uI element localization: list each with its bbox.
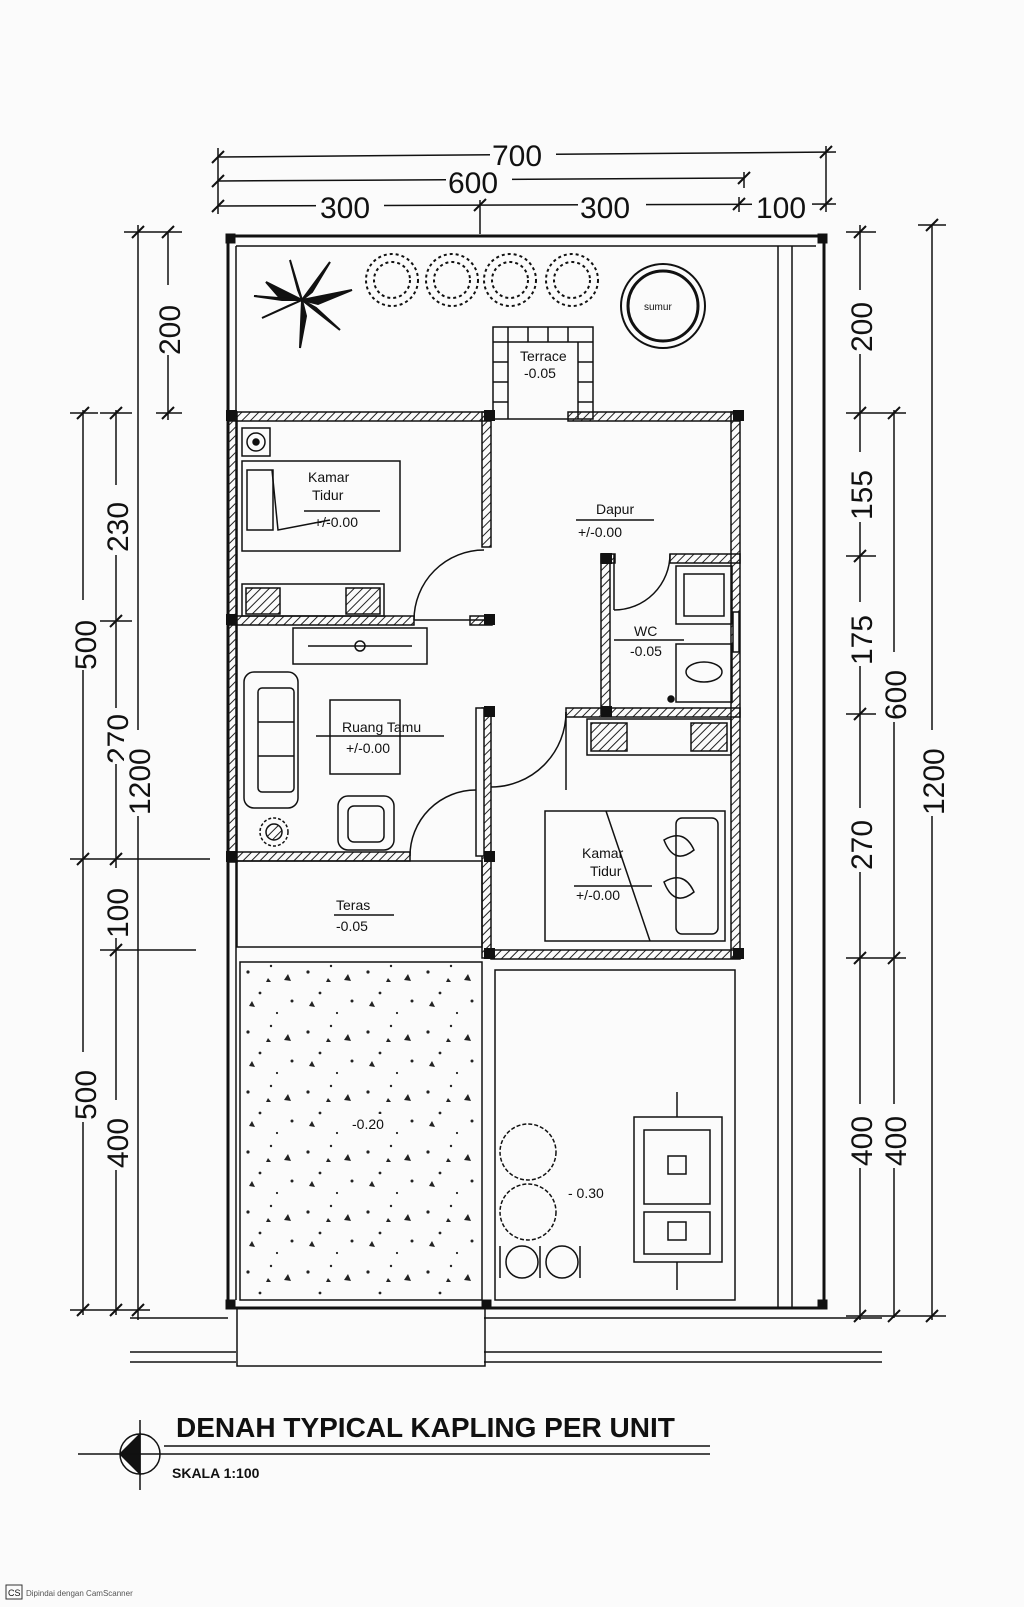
porch-level: -0.05 <box>336 918 368 934</box>
bedroom1-level: +/-0.00 <box>314 514 358 530</box>
house-walls <box>226 410 744 960</box>
dim-left-400: 400 <box>102 1118 135 1168</box>
terrace-level: -0.05 <box>524 365 556 381</box>
carport-area <box>494 969 736 1301</box>
dim-inner-width: 600 <box>448 167 498 200</box>
bedroom1-furniture <box>241 427 401 617</box>
bedroom2-label-line2: Tidur <box>590 863 622 879</box>
dimension-labels: 700 600 300 300 100 200 500 230 270 1200… <box>70 138 951 1170</box>
bedroom1-label-line2: Tidur <box>312 487 344 503</box>
dim-mid-300: 300 <box>580 192 630 225</box>
drawing-title: DENAH TYPICAL KAPLING PER UNIT <box>176 1412 675 1443</box>
well-label: sumur <box>644 302 672 313</box>
garden-level: -0.20 <box>352 1116 384 1132</box>
shrubs <box>365 253 599 307</box>
porch-label: Teras <box>336 897 370 913</box>
kitchen-level: +/-0.00 <box>578 524 622 540</box>
dim-left-230: 230 <box>102 502 135 552</box>
dim-right-400-inner: 400 <box>846 1116 879 1166</box>
dim-right-600: 600 <box>880 670 913 720</box>
bedroom1-label-line1: Kamar <box>308 469 350 485</box>
dim-right-200: 200 <box>846 302 879 352</box>
dimension-lines <box>70 146 946 1320</box>
north-arrow-icon <box>78 1420 710 1490</box>
palm-plant <box>253 259 353 349</box>
dim-left-200: 200 <box>154 305 187 355</box>
road-lines <box>130 1307 882 1367</box>
dim-right-1200: 1200 <box>918 748 951 815</box>
doors <box>409 549 671 857</box>
wc-fixtures <box>667 565 733 703</box>
dim-left-500-upper: 500 <box>70 620 103 670</box>
living-furniture <box>243 627 444 851</box>
dim-left-1200: 1200 <box>124 748 157 815</box>
dimension-ticks <box>76 145 939 1323</box>
bedroom2-furniture <box>544 718 732 942</box>
svg-text:CS: CS <box>8 1588 21 1598</box>
kitchen-label: Dapur <box>596 501 634 517</box>
dim-left-300: 300 <box>320 192 370 225</box>
well: sumur <box>620 263 706 349</box>
dim-left-100: 100 <box>102 888 135 938</box>
wc-level: -0.05 <box>630 643 662 659</box>
dim-left-500-lower: 500 <box>70 1070 103 1120</box>
dim-right-270: 270 <box>846 820 879 870</box>
dim-right-155: 155 <box>846 470 879 520</box>
drawing-scale: SKALA 1:100 <box>172 1465 260 1481</box>
dim-right-400-outer: 400 <box>880 1116 913 1166</box>
dim-right-175: 175 <box>846 615 879 665</box>
terrace-label: Terrace <box>520 348 567 364</box>
dim-right-100: 100 <box>756 192 806 225</box>
camscanner-badge: CS <box>5 1584 23 1600</box>
bedroom2-level: +/-0.00 <box>576 887 620 903</box>
bedroom2-label-line1: Kamar <box>582 845 624 861</box>
living-label: Ruang Tamu <box>342 719 421 735</box>
scanner-footer: Dipindai dengan CamScanner <box>26 1589 133 1598</box>
living-level: +/-0.00 <box>346 740 390 756</box>
wc-label: WC <box>634 623 657 639</box>
carport-level: - 0.30 <box>568 1185 604 1201</box>
